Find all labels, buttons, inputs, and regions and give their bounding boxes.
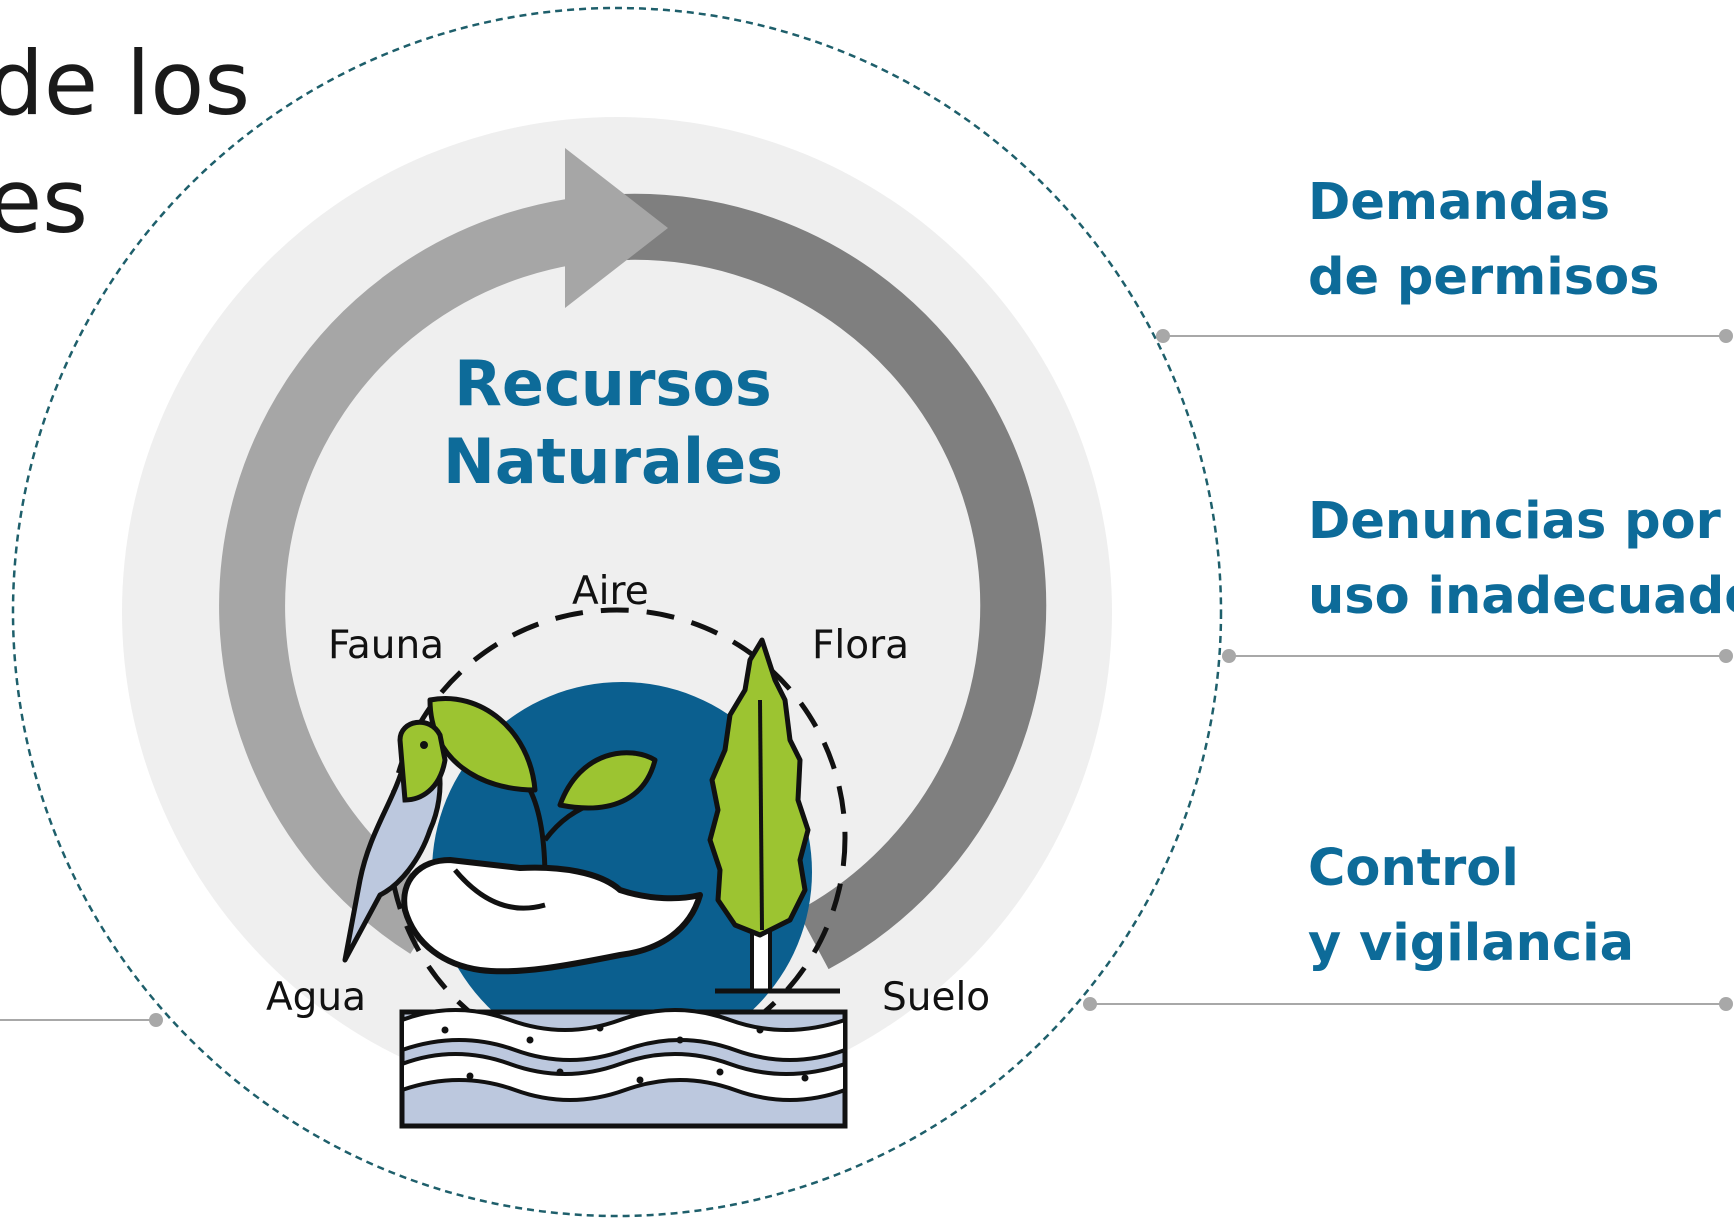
center-title-line1: Recursos [454,347,772,420]
cycle-arrow-dark [620,193,1047,970]
action-demandas-line1: Demandas [1308,173,1611,232]
center-title-line2: Naturales [442,425,784,498]
resource-label-fauna: Fauna [328,623,445,668]
tree-icon [707,637,840,994]
action-demandas-permisos: Demandas de permisos [1308,165,1659,315]
resource-label-flora: Flora [812,623,910,668]
action-denuncias-uso: Denuncias por uso inadecuado [1308,484,1734,634]
cycle-arrowhead [565,148,668,308]
resource-label-agua: Agua [266,975,367,1020]
resource-label-suelo: Suelo [882,975,991,1020]
action-control-line1: Control [1308,839,1519,898]
connector-control [1083,997,1733,1011]
connector-denuncias [1222,649,1733,663]
action-denuncias-line1: Denuncias por [1308,492,1721,551]
title-fragment-line1: de los [0,32,251,135]
title-fragment-line2: es [0,150,88,253]
hand-icon [401,857,703,975]
action-control-line2: y vigilancia [1308,914,1635,973]
outer-dashed-ring [11,6,1223,1218]
connector-demandas [1156,329,1733,343]
connector-left [0,1013,163,1027]
soil-water-icon [399,1008,848,1129]
bird-icon [342,719,448,963]
resource-label-aire: Aire [572,569,649,614]
center-title: Recursos Naturales [0,345,1226,501]
action-control-vigilancia: Control y vigilancia [1308,831,1634,981]
action-denuncias-line2: uso inadecuado [1308,567,1734,626]
cycle-arrow-light [219,194,631,954]
action-demandas-line2: de permisos [1308,248,1660,307]
